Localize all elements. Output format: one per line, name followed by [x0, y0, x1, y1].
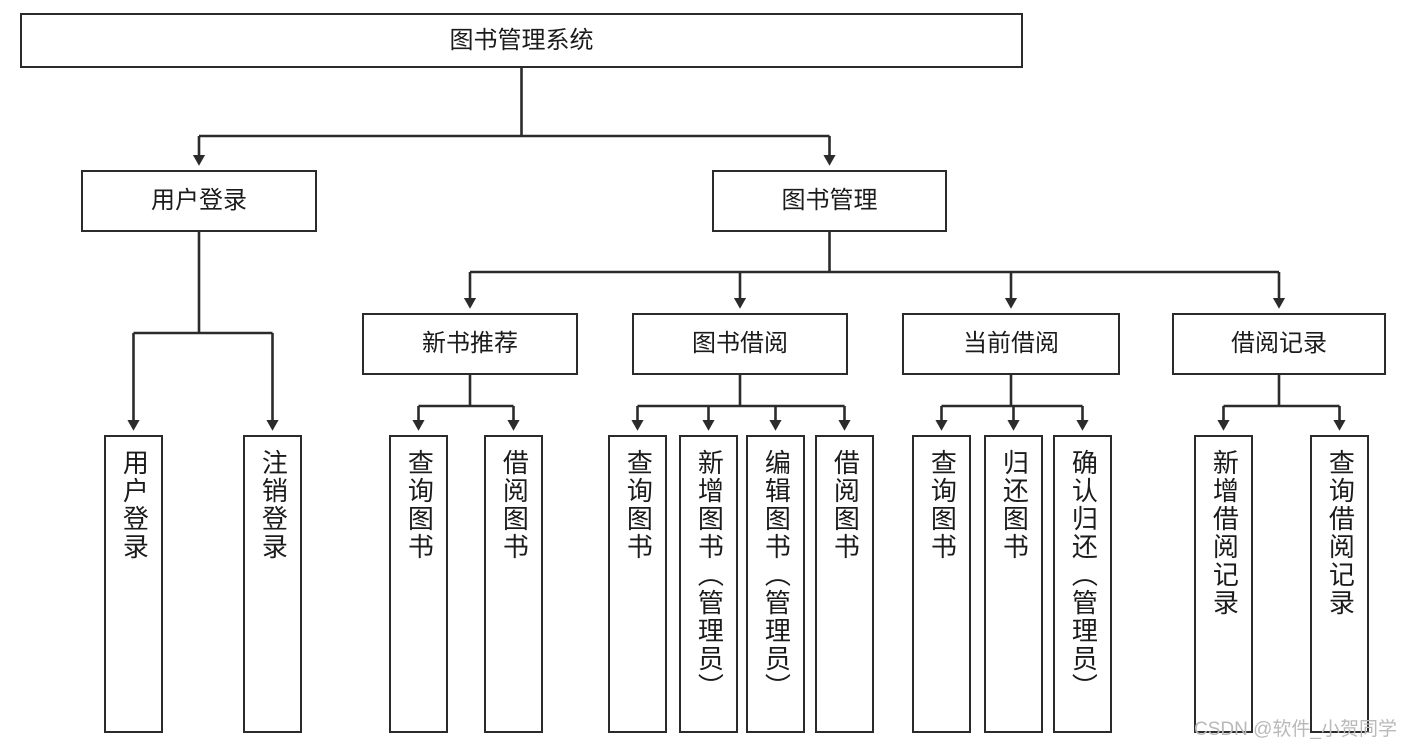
node-label: 借阅记录 — [1231, 330, 1327, 358]
node-label: 图书借阅 — [692, 330, 788, 358]
node-root[interactable]: 图书管理系统 — [20, 13, 1023, 68]
node-leaf-bo-add[interactable]: 新增图书（管理员） — [679, 435, 738, 733]
node-label: 查询图书 — [623, 449, 654, 561]
node-label: 新增图书（管理员） — [694, 449, 725, 701]
node-leaf-nb-query[interactable]: 查询图书 — [389, 435, 448, 733]
node-label: 查询图书 — [404, 449, 435, 561]
node-leaf-rc-add[interactable]: 新增借阅记录 — [1194, 435, 1253, 733]
node-label: 注销登录 — [258, 449, 289, 561]
node-label: 归还图书 — [999, 449, 1030, 561]
node-borrow[interactable]: 图书借阅 — [632, 313, 848, 375]
node-newbook[interactable]: 新书推荐 — [362, 313, 578, 375]
node-label: 图书管理 — [781, 187, 878, 215]
node-leaf-login[interactable]: 用户登录 — [104, 435, 163, 733]
node-label: 查询图书 — [927, 449, 958, 561]
node-leaf-bo-lend[interactable]: 借阅图书 — [815, 435, 874, 733]
node-label: 确认归还（管理员） — [1068, 449, 1099, 701]
node-label: 新增借阅记录 — [1209, 449, 1240, 617]
node-label: 当前借阅 — [963, 330, 1059, 358]
node-leaf-cu-conf[interactable]: 确认归还（管理员） — [1053, 435, 1112, 733]
node-leaf-nb-borrow[interactable]: 借阅图书 — [484, 435, 543, 733]
node-label: 用户登录 — [119, 449, 150, 561]
node-label: 借阅图书 — [830, 449, 861, 561]
node-leaf-bo-query[interactable]: 查询图书 — [608, 435, 667, 733]
node-label: 查询借阅记录 — [1325, 449, 1356, 617]
node-label: 借阅图书 — [499, 449, 530, 561]
node-leaf-bo-edit[interactable]: 编辑图书（管理员） — [746, 435, 805, 733]
node-leaf-cu-back[interactable]: 归还图书 — [984, 435, 1043, 733]
node-leaf-logout[interactable]: 注销登录 — [243, 435, 302, 733]
node-login[interactable]: 用户登录 — [81, 170, 317, 232]
node-label: 用户登录 — [151, 187, 247, 215]
node-label: 图书管理系统 — [449, 26, 594, 54]
node-label: 新书推荐 — [422, 330, 518, 358]
node-bookmgmt[interactable]: 图书管理 — [712, 170, 947, 232]
node-leaf-rc-query[interactable]: 查询借阅记录 — [1310, 435, 1369, 733]
node-leaf-cu-query[interactable]: 查询图书 — [912, 435, 971, 733]
edge-paths — [127, 68, 1346, 431]
node-label: 编辑图书（管理员） — [761, 449, 792, 701]
node-current[interactable]: 当前借阅 — [902, 313, 1120, 375]
node-records[interactable]: 借阅记录 — [1172, 313, 1386, 375]
